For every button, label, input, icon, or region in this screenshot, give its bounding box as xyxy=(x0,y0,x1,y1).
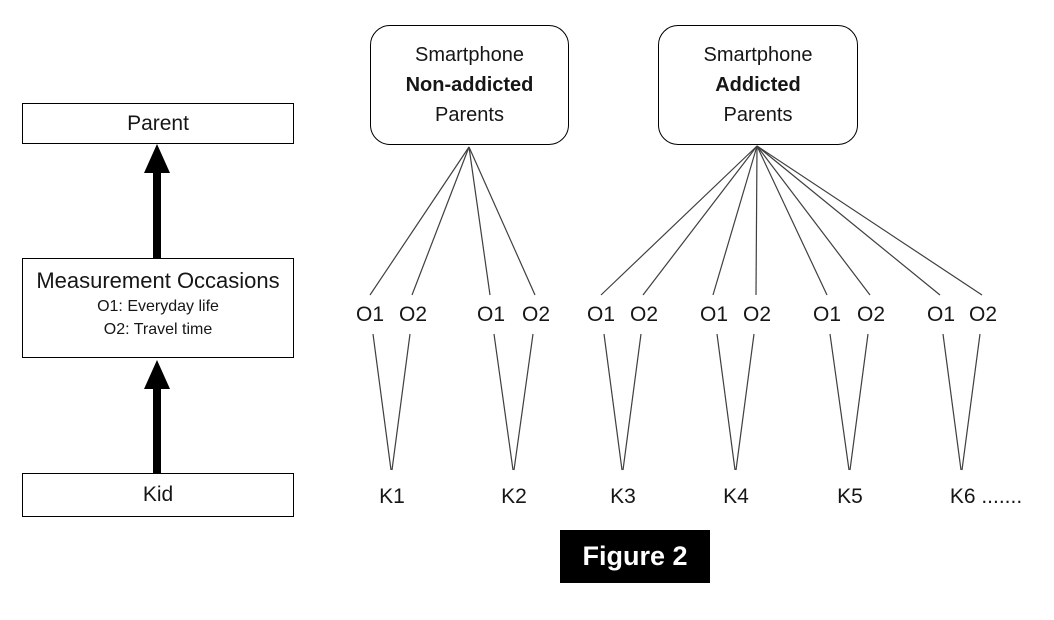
kid-label: K5 xyxy=(837,485,863,508)
v-line xyxy=(622,333,642,471)
occasion-label: O1 xyxy=(812,303,842,326)
group-title-line: Smartphone xyxy=(415,44,524,66)
non-addicted-parents-box: Smartphone Non-addicted Parents xyxy=(370,25,569,145)
fan-line xyxy=(755,145,758,296)
fan-line xyxy=(756,145,941,296)
occasion-label: O2 xyxy=(398,303,428,326)
v-line xyxy=(829,333,850,471)
arrow-head-icon xyxy=(144,360,170,389)
group-title-line: Parents xyxy=(435,104,504,126)
occasion-label: O2 xyxy=(521,303,551,326)
occasion-label: O2 xyxy=(856,303,886,326)
fan-line xyxy=(468,146,536,296)
v-line xyxy=(942,333,962,471)
kid-label: K2 xyxy=(501,485,527,508)
v-line xyxy=(391,333,411,471)
parent-box-label: Parent xyxy=(127,111,189,135)
v-line xyxy=(372,333,392,471)
v-line xyxy=(735,333,755,471)
group-title-line: Parents xyxy=(723,104,793,126)
occasion-label: O1 xyxy=(476,303,506,326)
kid-v-lines xyxy=(372,333,981,471)
arrow-kid-to-measurement xyxy=(144,360,170,473)
measurement-o1-label: O1: Everyday life xyxy=(97,298,219,315)
occasion-label: O2 xyxy=(629,303,659,326)
occasion-label: O2 xyxy=(742,303,772,326)
fan-addicted xyxy=(600,145,983,296)
occasion-label: O2 xyxy=(968,303,998,326)
v-line xyxy=(493,333,514,471)
fan-line xyxy=(600,145,758,296)
occasion-label: O1 xyxy=(699,303,729,326)
v-line xyxy=(603,333,623,471)
group-title-line: Smartphone xyxy=(703,44,813,66)
fan-line xyxy=(411,146,470,296)
kid-label: K3 xyxy=(610,485,636,508)
measurement-occasions-box: Measurement Occasions O1: Everyday life … xyxy=(22,258,294,358)
measurement-o2-label: O2: Travel time xyxy=(103,321,213,338)
v-line xyxy=(513,333,534,471)
measurement-title: Measurement Occasions xyxy=(36,268,280,293)
kid-label: K6 ....... xyxy=(949,485,1023,508)
v-line xyxy=(849,333,869,471)
fan-line xyxy=(642,145,758,296)
fan-line xyxy=(369,146,470,296)
fan-line xyxy=(468,146,491,296)
parent-box: Parent xyxy=(22,103,294,144)
kid-label: K1 xyxy=(379,485,405,508)
group-title-line-bold: Non-addicted xyxy=(405,74,534,96)
v-line xyxy=(716,333,736,471)
group-title-line-bold: Addicted xyxy=(715,74,801,96)
kid-box: Kid xyxy=(22,473,294,517)
occasion-label: O1 xyxy=(355,303,385,326)
fan-line xyxy=(712,145,758,296)
fan-line xyxy=(756,145,828,296)
fan-line xyxy=(756,145,871,296)
figure-caption: Figure 2 xyxy=(560,530,710,583)
occasion-label: O1 xyxy=(926,303,956,326)
arrow-measurement-to-parent xyxy=(144,144,170,259)
fan-non-addicted xyxy=(369,146,536,296)
arrow-head-icon xyxy=(144,144,170,173)
kid-box-label: Kid xyxy=(142,483,174,506)
addicted-parents-box: Smartphone Addicted Parents xyxy=(658,25,858,145)
fan-line xyxy=(756,145,983,296)
occasion-label: O1 xyxy=(586,303,616,326)
kid-label: K4 xyxy=(723,485,749,508)
v-line xyxy=(961,333,981,471)
